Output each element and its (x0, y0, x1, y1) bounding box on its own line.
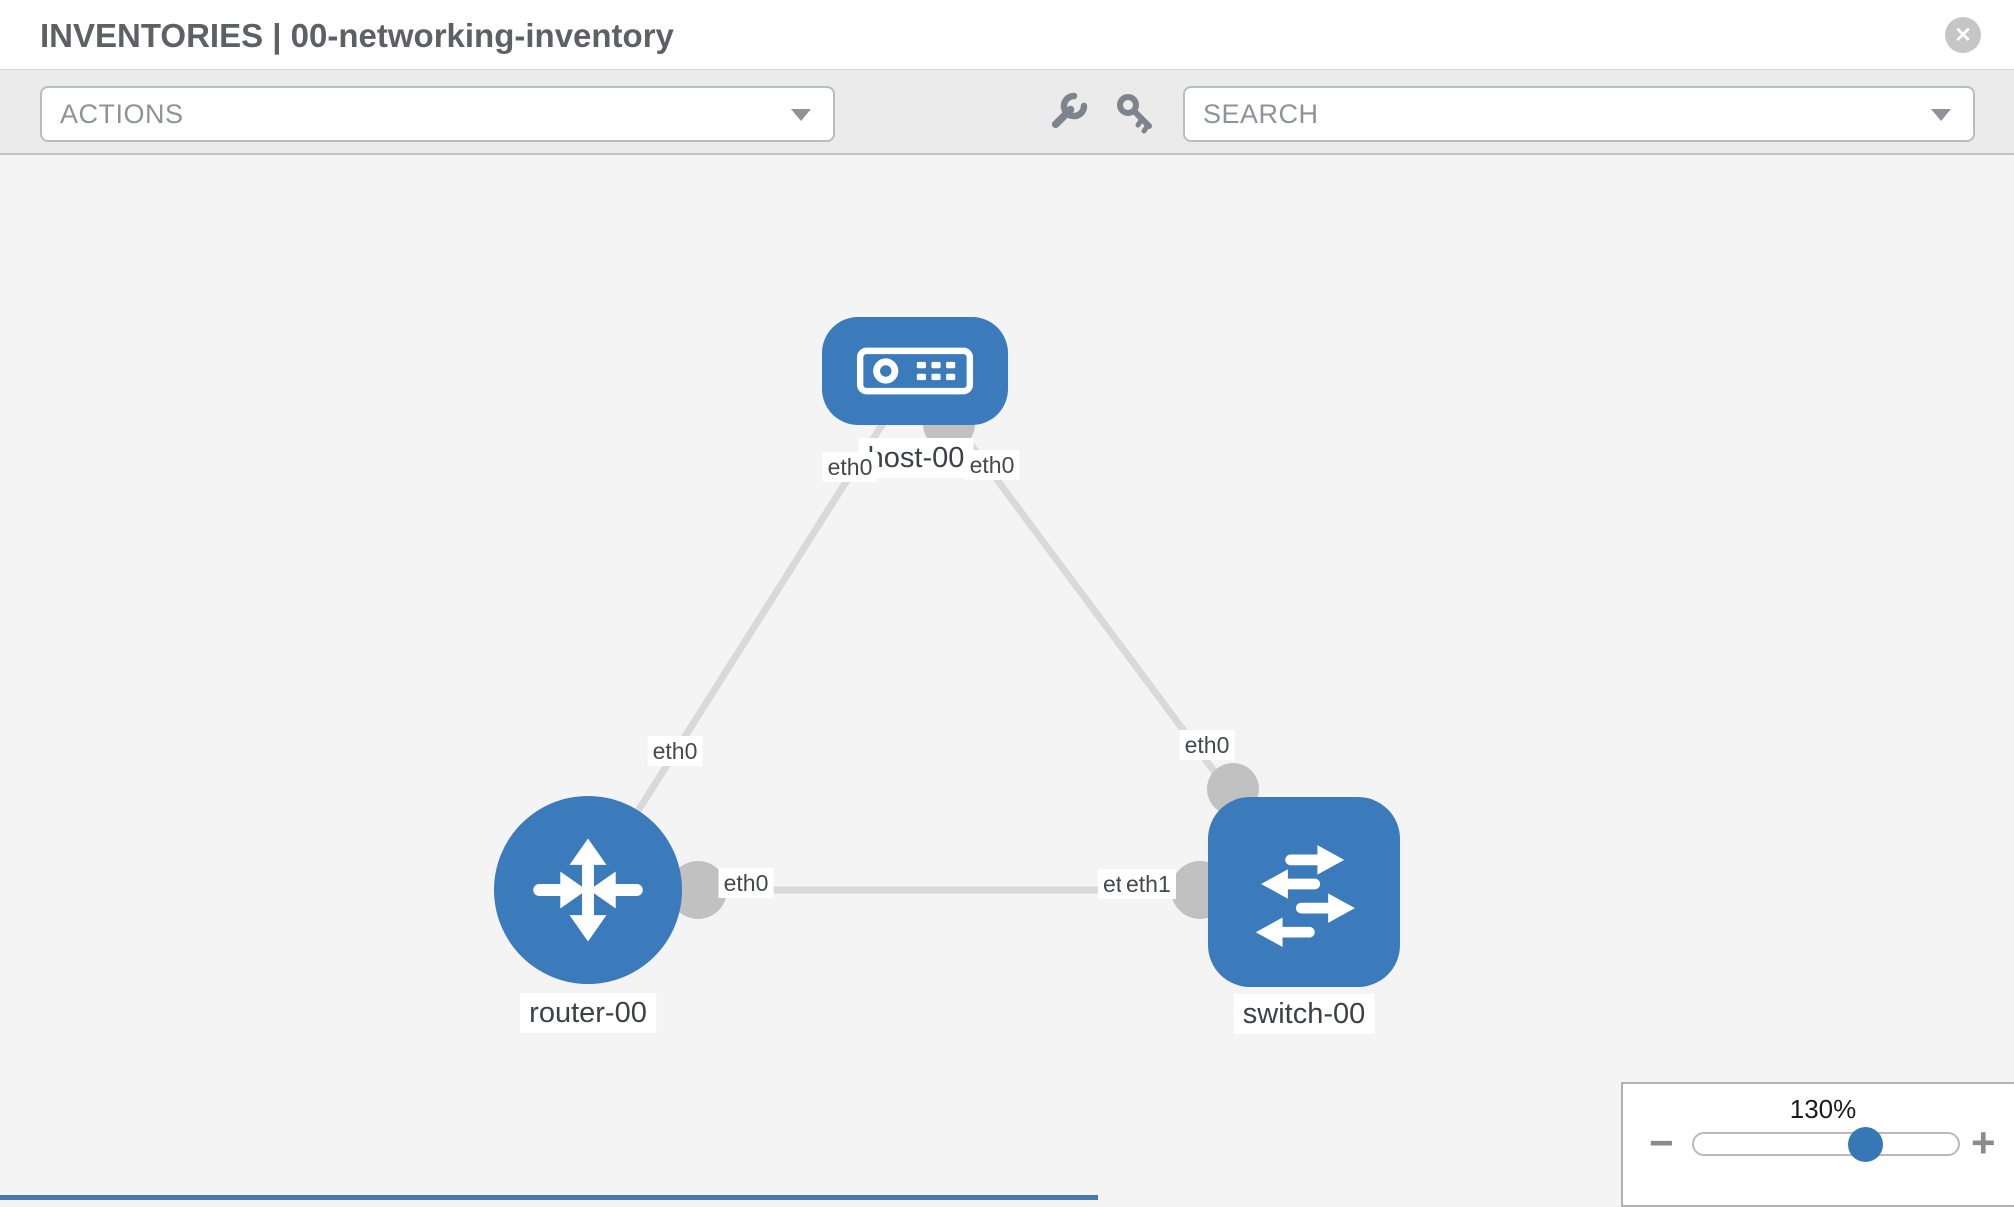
switch-icon (1255, 845, 1355, 947)
zoom-level-value: 130% (1789, 1094, 1857, 1124)
close-button[interactable]: ✕ (1945, 17, 1981, 53)
tools-button[interactable] (1044, 90, 1090, 136)
zoom-in-button[interactable]: + (1971, 1119, 1996, 1166)
interface-circle-router[interactable] (669, 861, 727, 919)
zoom-panel: 130% − + (1621, 1082, 2014, 1207)
actions-dropdown[interactable]: ACTIONS (40, 86, 835, 142)
close-icon: ✕ (1954, 23, 1972, 47)
node-label-router: router-00 (520, 993, 656, 1033)
zoom-slider-track[interactable] (1692, 1132, 1960, 1156)
key-icon (1117, 94, 1152, 134)
credentials-button[interactable] (1112, 90, 1158, 136)
interface-label-host-left: eth0 (822, 452, 878, 482)
chevron-down-icon (791, 109, 811, 121)
bottom-edge-accent (0, 1195, 1098, 1200)
toolbar: ACTIONS SEARCH (0, 70, 2014, 155)
node-host-00[interactable] (822, 317, 1008, 425)
interface-label-router-host-link: eth0 (647, 736, 703, 766)
search-dropdown[interactable]: SEARCH (1183, 86, 1975, 142)
actions-dropdown-label: ACTIONS (60, 98, 184, 129)
interface-label-router-switch-link: eth0 (718, 868, 774, 898)
node-switch-00[interactable] (1208, 797, 1400, 987)
host-icon (856, 347, 974, 395)
links-layer (585, 368, 1307, 919)
interface-label-switch-host-link: eth0 (1179, 730, 1235, 760)
router-icon (533, 838, 643, 942)
interface-label-switch-front: eth1 (1121, 869, 1176, 899)
page-title: INVENTORIES | 00-networking-inventory (40, 17, 674, 54)
wrench-icon (1051, 92, 1088, 129)
topology-canvas[interactable]: host-00 router-00 switch-00 eth0 eth0 et… (0, 155, 2014, 1207)
node-label-switch: switch-00 (1233, 994, 1375, 1034)
header: INVENTORIES | 00-networking-inventory ✕ (0, 0, 2014, 70)
zoom-out-button[interactable]: − (1649, 1119, 1674, 1166)
search-dropdown-label: SEARCH (1203, 98, 1319, 129)
interface-label-host-right: eth0 (964, 450, 1020, 480)
chevron-down-icon (1931, 109, 1951, 121)
node-router-00[interactable] (494, 796, 682, 984)
zoom-slider-handle[interactable] (1848, 1127, 1883, 1162)
node-label-host: host-00 (858, 438, 974, 478)
